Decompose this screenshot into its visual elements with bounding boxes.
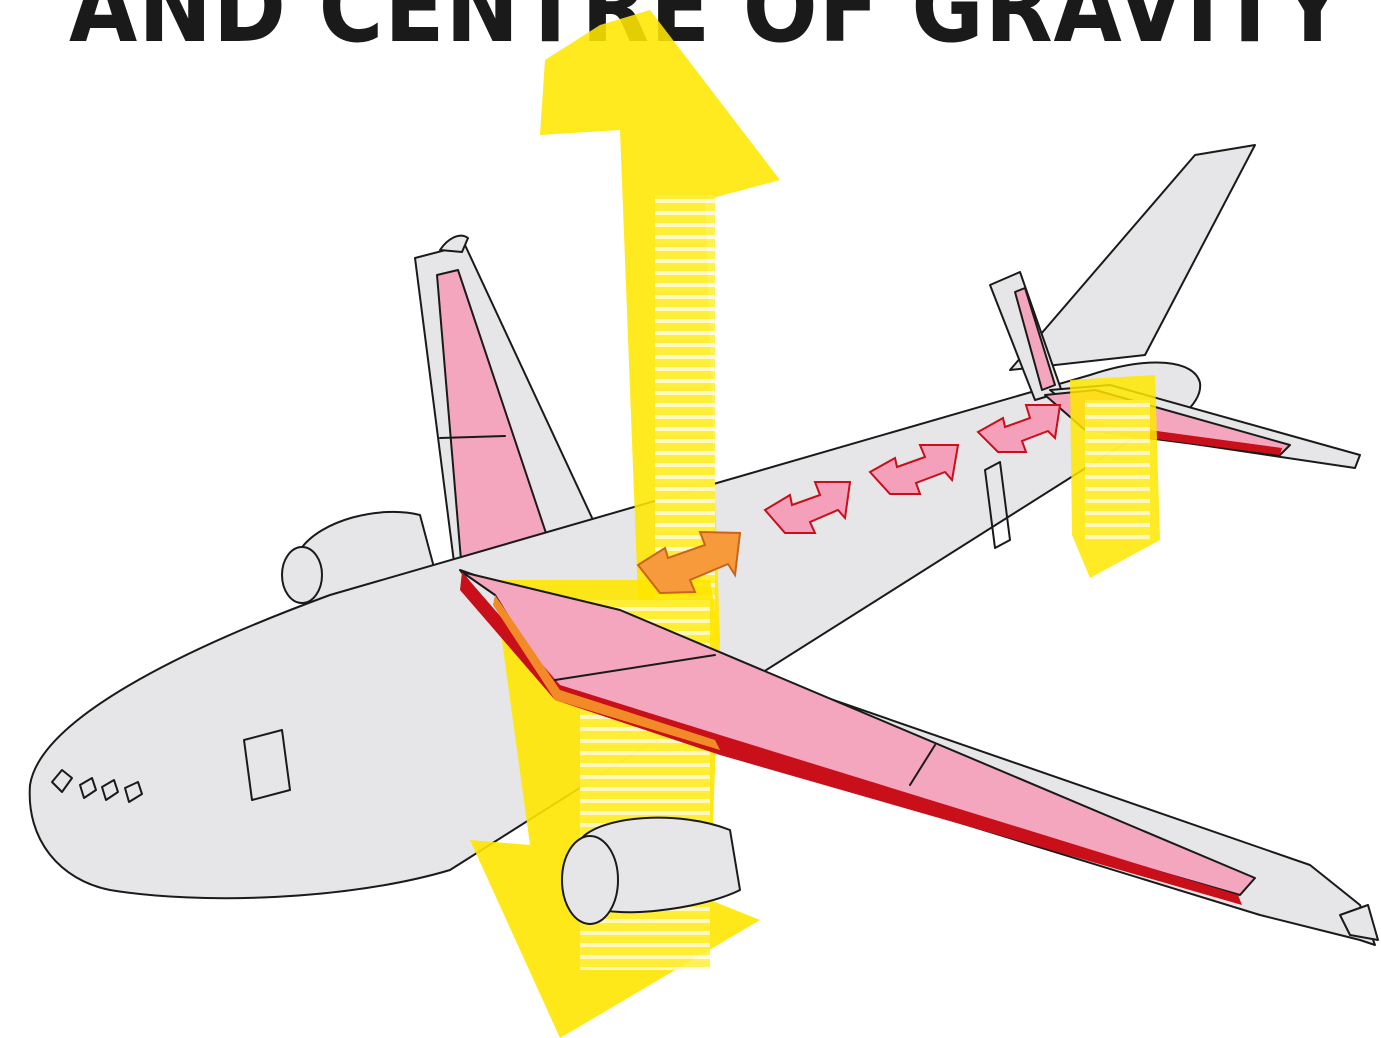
tail-downforce-arrow <box>1070 375 1160 578</box>
vertical-stabilizer <box>1010 145 1255 370</box>
